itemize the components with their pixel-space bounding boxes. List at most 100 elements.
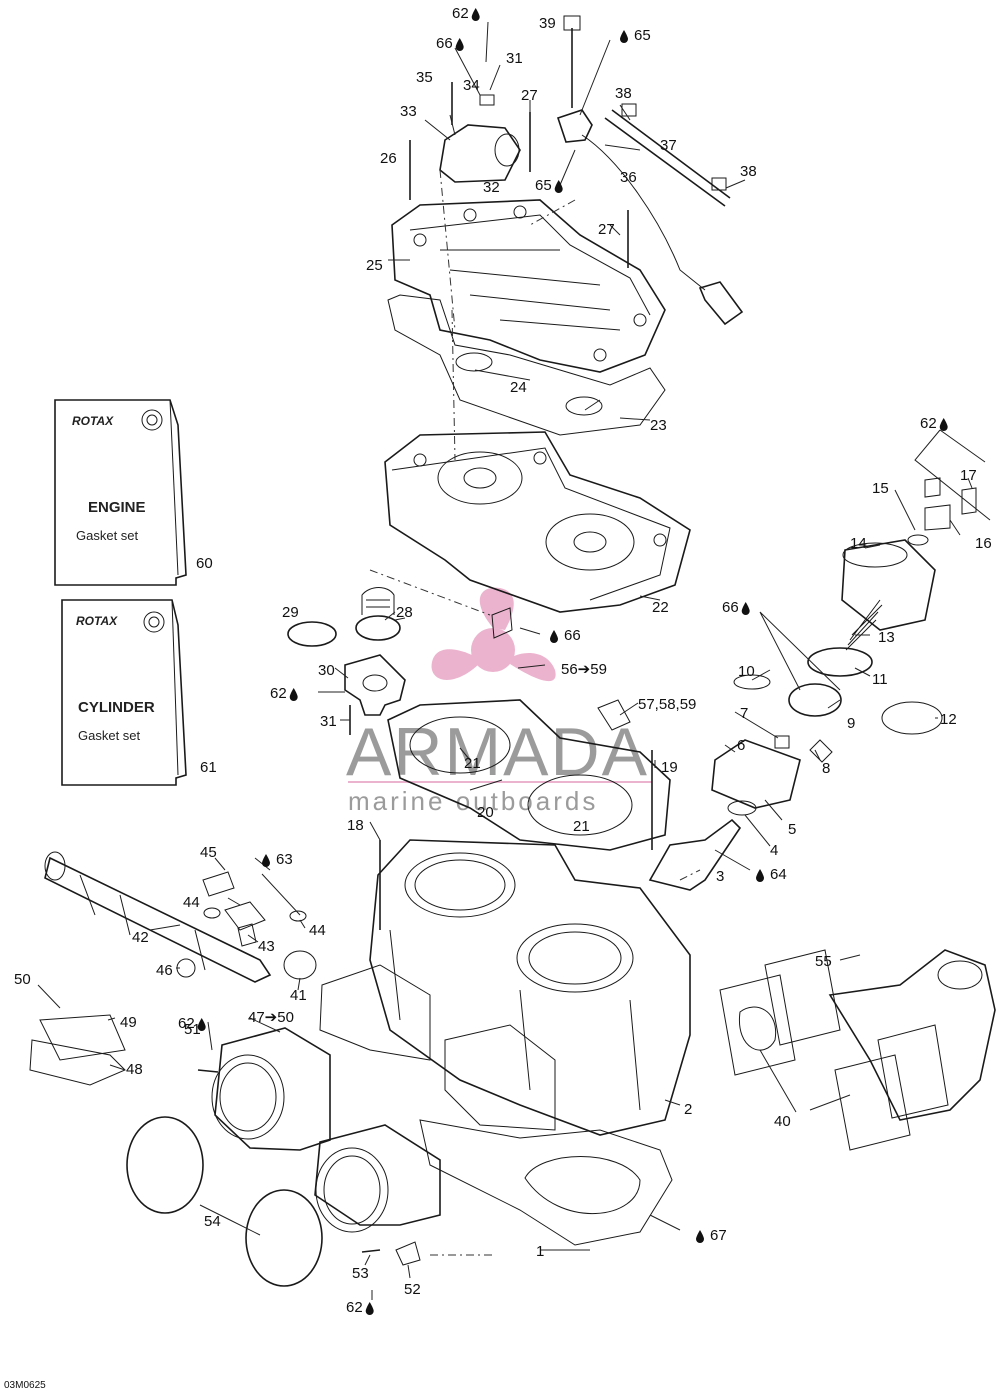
intake-manifold [211,1027,331,1151]
cylinder-block [369,839,691,1136]
lubricant-drop-icon [471,8,480,21]
hose-clamp [245,1189,323,1287]
callout-l21b: 21 [573,818,590,835]
callout-l14: 14 [850,535,867,552]
callout-l66b: 66 [722,599,739,616]
callout-l13: 13 [878,629,895,646]
callout-l5: 5 [788,821,796,838]
lubricant-drop-icon [365,1302,374,1315]
callout-l37: 37 [660,137,677,154]
valve-base [711,739,801,809]
callout-l66a: 66 [436,35,453,52]
callout-l4: 4 [770,842,778,859]
callout-l49: 49 [120,1014,137,1031]
spring [845,599,883,651]
callout-l19: 19 [661,759,678,776]
callout-l18: 18 [347,817,364,834]
callout-l62d: 62 [178,1015,195,1032]
o-ring [565,396,603,416]
diaphragm [807,647,873,677]
callout-l31b: 31 [320,713,337,730]
decal [29,1039,126,1086]
lubricant-drop-icon [939,418,948,431]
water-outlet [439,124,521,183]
callout-l30: 30 [318,662,335,679]
outlet-nozzle [494,133,520,167]
hose-clamp [126,1116,204,1214]
callout-l24: 24 [510,379,527,396]
callout-l65b: 65 [535,177,552,194]
drawing-code: 03M0625 [4,1380,46,1391]
callout-l32: 32 [483,179,500,196]
kit-number: 61 [200,759,217,776]
callout-l41: 41 [290,987,307,1004]
callout-l9: 9 [847,715,855,732]
rotax-logo-icon [143,611,165,633]
callout-l47: 47➔50 [248,1009,294,1026]
crankcase-gasket [419,1119,673,1246]
watermark: ARMADA marine outboards [346,587,652,816]
watermark-brand: ARMADA [346,714,649,790]
callout-l52: 52 [404,1281,421,1298]
callout-l33: 33 [400,103,417,120]
callout-l39: 39 [539,15,556,32]
callout-l62b: 62 [920,415,937,432]
callout-l36: 36 [620,169,637,186]
callout-l43: 43 [258,938,275,955]
temperature-sensor [556,109,593,143]
callout-l44b: 44 [309,922,326,939]
callout-l16: 16 [975,535,992,552]
thermostat-seal [287,621,337,647]
callout-l8: 8 [822,760,830,777]
watermark-tagline: marine outboards [348,786,598,816]
kit-subtitle: Gasket set [78,728,141,743]
callout-l25: 25 [366,257,383,274]
callout-l57: 57,58,59 [638,696,696,713]
callout-l17: 17 [960,467,977,484]
o-ring [455,352,493,372]
callout-l23: 23 [650,417,667,434]
callout-l40: 40 [774,1113,791,1130]
rave-valve [648,818,742,891]
cover-gasket [387,294,666,436]
callout-l1: 1 [536,1243,544,1260]
kit-title: CYLINDER [78,699,155,716]
part-drawings [29,15,996,1287]
sensor-connector [698,281,744,326]
lubricant-drop-icon [289,688,298,701]
fuel-rail [44,851,272,983]
callout-l62e: 62 [346,1299,363,1316]
hose [604,109,731,207]
lubricant-drop-icon [550,630,558,643]
callout-l21a: 21 [464,755,481,772]
exhaust-gasket [877,1024,949,1119]
lubricant-drop-icon [262,854,270,867]
thermostat-housing [344,654,406,716]
cylinder-head-gasket [387,699,671,851]
rave-valve-housing [841,539,936,631]
callout-l15: 15 [872,480,889,497]
callout-l35: 35 [416,69,433,86]
leader-lines [37,21,991,1300]
callout-l53: 53 [352,1265,369,1282]
callout-l11: 11 [872,671,888,688]
callout-l46: 46 [156,962,173,979]
o-ring [733,674,771,690]
kit-title: ENGINE [88,499,146,516]
callout-l6: 6 [737,737,745,754]
callout-l63: 63 [276,851,293,868]
callout-l7: 7 [740,705,748,722]
lubricant-drop-icon [741,602,750,615]
exhaust-manifold [828,949,996,1121]
lubricant-drop-icon [620,30,628,43]
callout-l55: 55 [815,953,832,970]
callout-l65a: 65 [634,27,651,44]
callout-l64: 64 [770,866,787,883]
reed-block [444,1024,556,1131]
callout-l48: 48 [126,1061,143,1078]
cylinder-head-cover [391,199,666,373]
callout-l42: 42 [132,929,149,946]
cylinder-gasket-kit: ROTAX CYLINDER Gasket set 61 [61,599,217,786]
callout-l38a: 38 [615,85,632,102]
